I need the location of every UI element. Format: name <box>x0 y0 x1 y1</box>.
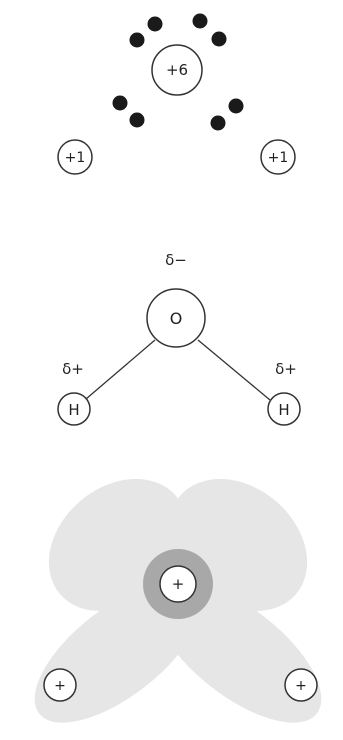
electron <box>112 95 128 111</box>
polar-structure-model: δ− O δ+ δ+ H H <box>57 251 301 426</box>
electron-dot-model: +6 +1 +1 <box>57 13 296 175</box>
hydrogen-atom-right <box>267 392 301 426</box>
electron <box>211 31 227 47</box>
oxygen-nucleus-charge: + <box>172 575 185 593</box>
electron <box>129 32 145 48</box>
oxygen-symbol: O <box>170 309 183 328</box>
hydrogen-nucleus-cloud-right <box>284 668 318 702</box>
electron <box>228 98 244 114</box>
hydrogen-right-charge-label: +1 <box>268 150 289 166</box>
hydrogen-right-nucleus-charge: + <box>295 678 307 694</box>
hydrogen-left-charge-label: +1 <box>65 150 86 166</box>
delta-minus-label: δ− <box>165 251 187 269</box>
hydrogen-left-symbol: H <box>68 401 79 419</box>
hydrogen-nucleus-cloud-left <box>43 668 77 702</box>
electron <box>147 16 163 32</box>
bond-left <box>85 339 156 400</box>
hydrogen-nucleus-left <box>57 139 93 175</box>
oxygen-atom <box>146 288 206 348</box>
oxygen-charge-label: +6 <box>166 61 188 79</box>
hydrogen-nucleus-right <box>260 139 296 175</box>
oxygen-nucleus-cloud <box>159 565 197 603</box>
oxygen-nucleus <box>151 44 203 96</box>
hydrogen-left-nucleus-charge: + <box>54 678 66 694</box>
electron <box>192 13 208 29</box>
bond-right <box>197 339 271 401</box>
hydrogen-right-symbol: H <box>278 401 289 419</box>
hydrogen-atom-left <box>57 392 91 426</box>
delta-plus-right-label: δ+ <box>275 360 297 378</box>
delta-plus-left-label: δ+ <box>62 360 84 378</box>
electron-cloud-model: + + + <box>34 478 322 723</box>
electron <box>129 112 145 128</box>
electron <box>210 115 226 131</box>
orbital-cloud <box>34 478 322 723</box>
